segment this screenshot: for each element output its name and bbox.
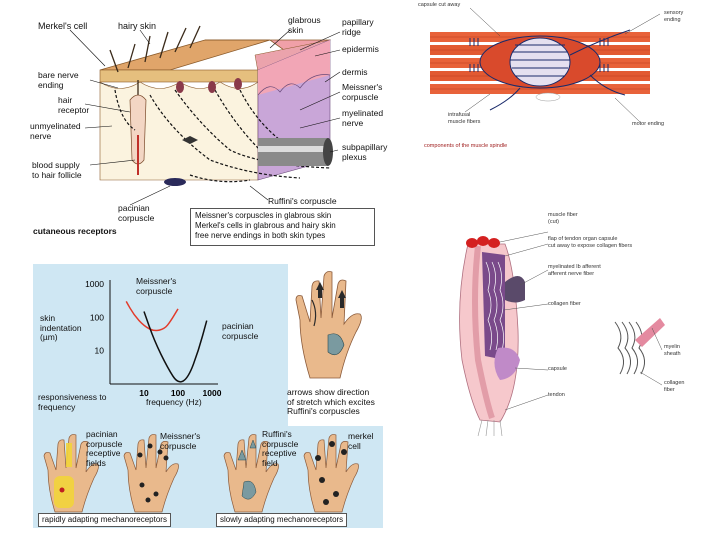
label-muscle-fiber-cut: muscle fiber (cut) — [548, 212, 578, 225]
chart-x-tick-label: 10 — [139, 388, 149, 398]
label-myelinated-nerve: myelinated nerve — [342, 108, 384, 128]
label-collagen-fiber-detail: collagen fiber — [664, 380, 685, 393]
label-glabrous-skin: glabrous skin — [288, 15, 321, 35]
label-myelin-sheath: myelin sheath — [664, 344, 681, 357]
ruffini-arrows-caption: arrows show direction of stretch which e… — [287, 387, 375, 416]
label-bare-nerve-ending: bare nerve ending — [38, 70, 79, 90]
label-ruffini-corpuscle: Ruffini's corpuscle — [268, 196, 337, 206]
label-meissner-hand: Meissner's corpuscle — [160, 431, 201, 451]
label-papillary-ridge: papillary ridge — [342, 17, 374, 37]
label-merkel-cell-hand: merkel cell — [348, 431, 374, 451]
label-hair-receptor: hair receptor — [58, 95, 90, 115]
label-merkel-cell: Merkel's cell — [38, 21, 88, 31]
chart-note: responsiveness to frequency — [38, 392, 107, 412]
label-capsule-cut-away: capsule cut away — [418, 2, 461, 8]
label-capsule: capsule — [548, 366, 567, 372]
caption-cutaneous-receptors: cutaneous receptors — [33, 226, 117, 236]
caption-rapidly-adapting: rapidly adapting mechanoreceptors — [38, 513, 171, 527]
legend-pacinian: pacinian corpuscle — [222, 321, 259, 341]
chart-y-tick-label: 10 — [95, 346, 105, 356]
label-ruffini-receptive-field: Ruffini's corpuscle receptive field — [262, 429, 299, 468]
label-intrafusal-fibers: intrafusal muscle fibers — [448, 112, 481, 125]
label-motor-ending: motor ending — [632, 121, 665, 127]
chart-y-tick-label: 1000 — [85, 279, 104, 289]
chart-x-tick-label: 100 — [171, 388, 185, 398]
receptor-note-box: Meissner's corpuscles in glabrous skin M… — [190, 208, 375, 246]
label-meissner-corpuscle: Meissner's corpuscle — [342, 82, 383, 102]
meissner-series-line — [125, 301, 179, 332]
chart-background — [33, 264, 288, 426]
caption-slowly-adapting: slowly adapting mechanoreceptors — [216, 513, 348, 527]
label-sensory-ending: sensory ending — [664, 10, 684, 23]
label-blood-supply: blood supply to hair follicle — [32, 160, 82, 180]
label-unmyelinated-nerve: unmyelinated nerve — [30, 121, 81, 141]
legend-meissner: Meissner's corpuscle — [136, 276, 177, 296]
chart-x-tick-label: 1000 — [203, 388, 222, 398]
label-dermis: dermis — [342, 67, 368, 77]
pacinian-series-line — [143, 311, 208, 383]
chart-y-axis-label: skin indentation (µm) — [40, 313, 82, 342]
label-afferent-fiber: myelinated Ib afferent afferent nerve fi… — [548, 264, 601, 277]
label-tendon: tendon — [548, 392, 565, 398]
label-pacinian-receptive-fields: pacinian corpuscle receptive fields — [86, 429, 123, 468]
chart-y-tick-label: 100 — [90, 312, 104, 322]
label-epidermis: epidermis — [342, 44, 379, 54]
label-collagen-fiber: collagen fiber — [548, 301, 581, 307]
label-tendon-capsule-flap: flap of tendon organ capsule cut away to… — [548, 236, 633, 249]
chart-x-axis-label: frequency (Hz) — [146, 397, 202, 407]
label-subpapillary-plexus: subpapillary plexus — [342, 142, 388, 162]
label-pacinian-corpuscle: pacinian corpuscle — [118, 203, 155, 223]
label-hairy-skin: hairy skin — [118, 21, 157, 31]
caption-muscle-spindle: components of the muscle spindle — [424, 143, 508, 149]
